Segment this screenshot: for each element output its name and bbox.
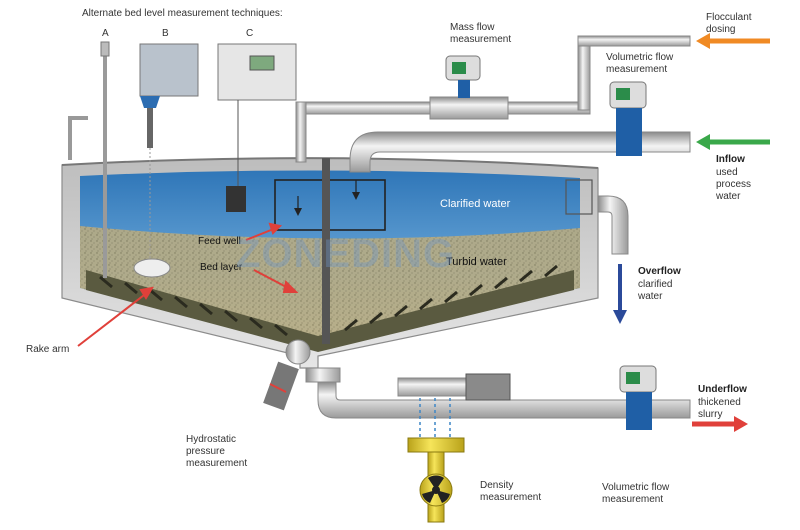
hydrostatic-line1: Hydrostatic xyxy=(186,434,237,445)
volumetric-flowmeter-bottom xyxy=(619,365,657,430)
volumetric-flow-top-line1: Volumetric flow xyxy=(606,52,674,63)
diagram-title: Alternate bed level measurement techniqu… xyxy=(82,8,283,19)
volumetric-flow-top-line2: measurement xyxy=(606,64,668,75)
turbid-water-label: Turbid water xyxy=(446,256,507,268)
volumetric-flow-bottom-line2: measurement xyxy=(602,494,664,505)
overflow-arrow xyxy=(613,264,627,324)
label-pointers xyxy=(77,222,299,393)
density-gauge xyxy=(397,373,511,523)
feed-well-label: Feed well xyxy=(198,236,241,247)
inflow-line3: water xyxy=(716,191,741,202)
mass-flowmeter xyxy=(445,55,481,98)
instrument-label-c: C xyxy=(246,28,254,39)
inflow-arrow xyxy=(696,134,770,150)
density-line2: measurement xyxy=(480,492,542,503)
flocculant-arrow xyxy=(696,33,770,49)
inflow-title: Inflow xyxy=(716,154,745,165)
underflow-line2: slurry xyxy=(698,409,723,420)
overflow-title: Overflow xyxy=(638,266,681,277)
underflow-line1: thickened xyxy=(698,397,741,408)
mass-flow-label-line2: measurement xyxy=(450,34,512,45)
mass-flow-label-line1: Mass flow xyxy=(450,22,495,33)
watermark: ZONEDING xyxy=(236,232,456,276)
level-instruments xyxy=(68,41,297,278)
hydrostatic-line3: measurement xyxy=(186,458,248,469)
flocculant-label-line2: dosing xyxy=(706,24,736,35)
inflow-line1: used xyxy=(716,167,738,178)
clarified-water-label: Clarified water xyxy=(440,198,511,210)
bed-layer-label: Bed layer xyxy=(200,262,243,273)
underflow-arrow xyxy=(692,416,748,432)
flocculant-label-line1: Flocculant xyxy=(706,12,752,23)
overflow-line1: clarified xyxy=(638,279,673,290)
underflow-title: Underflow xyxy=(698,384,747,395)
hydrostatic-line2: pressure xyxy=(186,446,225,457)
thickener-tank xyxy=(61,157,599,383)
inflow-line2: process xyxy=(716,179,752,190)
rake-arm-label: Rake arm xyxy=(26,344,70,355)
feed-arrows xyxy=(294,180,360,216)
instrument-label-b: B xyxy=(162,28,169,39)
volumetric-flow-bottom-line1: Volumetric flow xyxy=(602,482,670,493)
volumetric-flowmeter-top xyxy=(609,81,647,156)
overflow-line2: water xyxy=(638,291,663,302)
density-line1: Density xyxy=(480,480,514,491)
instrument-label-a: A xyxy=(102,28,109,39)
